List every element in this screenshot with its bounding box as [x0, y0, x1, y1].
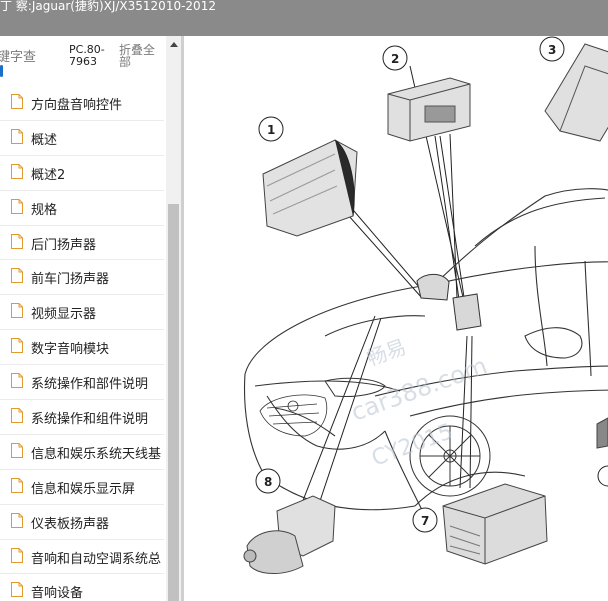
- keyword-search-button[interactable]: 键字查: [0, 50, 37, 65]
- edge-components: [596, 417, 608, 487]
- callout-1: 1: [267, 123, 275, 137]
- toc-item[interactable]: 系统操作和部件说明: [0, 365, 164, 401]
- toc-item[interactable]: 方向盘音响控件: [0, 86, 164, 121]
- grille: [259, 394, 328, 437]
- window-titlebar: 丁 察:Jaguar(捷豹)XJ/X3512010-2012: [0, 0, 608, 36]
- watermark-line-1: 畅易: [364, 334, 410, 370]
- document-icon: [11, 547, 23, 563]
- active-indicator: [0, 65, 3, 77]
- component-2-module: 2: [382, 45, 471, 142]
- pc-code-label: PC.80- 7963: [69, 43, 105, 68]
- document-icon: [11, 373, 23, 389]
- car-diagram-svg: 1 2 3 7: [243, 36, 608, 574]
- document-icon: [11, 268, 23, 284]
- toc-item[interactable]: 音响和自动空调系统总: [0, 540, 164, 575]
- toc-item-label: 信息和娱乐系统天线基: [31, 446, 162, 462]
- component-1-video-display: 1: [258, 116, 358, 237]
- headlight: [324, 377, 386, 397]
- window-title: 丁 察:Jaguar(捷豹)XJ/X3512010-2012: [0, 0, 216, 13]
- document-icon: [11, 408, 23, 424]
- toc-item-label: 系统操作和组件说明: [31, 412, 149, 428]
- toc-item-label: 仪表板扬声器: [31, 516, 110, 532]
- toc-pane: 键字查 PC.80- 7963 折叠全 部 方向盘音响控件概述概述2 规格后门扬声…: [0, 36, 182, 601]
- toc-item-label: 后门扬声器: [31, 237, 97, 253]
- document-icon: [11, 303, 23, 319]
- component-3-module: 3: [539, 36, 608, 142]
- toc-scrollbar[interactable]: [166, 36, 181, 601]
- scroll-thumb[interactable]: [168, 204, 179, 601]
- document-icon: [11, 94, 23, 109]
- toc-item-label: 系统操作和部件说明: [31, 377, 149, 393]
- pane-splitter[interactable]: [182, 36, 184, 601]
- toc-toolbar: 键字查 PC.80- 7963 折叠全 部: [0, 36, 164, 84]
- toc-item[interactable]: 信息和娱乐显示屏: [0, 470, 164, 505]
- toc-item-label: 视频显示器: [31, 307, 97, 323]
- toc-item[interactable]: 前车门扬声器: [0, 260, 164, 296]
- toc-item[interactable]: 概述2: [0, 156, 164, 191]
- document-icon: [11, 582, 23, 598]
- callout-2: 2: [391, 52, 399, 66]
- callout-8: 8: [264, 475, 272, 489]
- document-icon: [11, 163, 23, 179]
- component-7-amplifier: 7: [412, 483, 548, 565]
- toc-item-label: 概述: [31, 132, 58, 148]
- collapse-all-button[interactable]: 折叠全 部: [119, 43, 156, 69]
- car-outline: [244, 188, 608, 517]
- toc-item-label: 概述2: [31, 167, 66, 183]
- toc-item-label: 信息和娱乐显示屏: [31, 481, 136, 497]
- toc-item-label: 方向盘音响控件: [31, 98, 123, 113]
- document-icon: [11, 477, 23, 493]
- toc-item[interactable]: 系统操作和组件说明: [0, 400, 164, 435]
- document-icon: [11, 512, 23, 528]
- toc-item[interactable]: 数字音响模块: [0, 330, 164, 366]
- component-8-speaker: 8: [243, 468, 336, 574]
- document-icon: [11, 233, 23, 249]
- toc-item-label: 音响设备: [31, 586, 84, 601]
- document-icon: [11, 442, 23, 458]
- toc-item[interactable]: 视频显示器: [0, 295, 164, 331]
- toc-item[interactable]: 规格: [0, 191, 164, 226]
- dash-components: [416, 273, 482, 331]
- watermark-line-3: CY2015: [369, 419, 457, 471]
- front-wheel: [409, 415, 491, 497]
- toc-list: 方向盘音响控件概述概述2 规格后门扬声器前车门扬声器视频显示器数字音响模块系统操作…: [0, 86, 164, 601]
- document-icon: [11, 128, 23, 144]
- toc-item-label: 规格: [31, 202, 58, 218]
- component-location-diagram: 1 2 3 7: [185, 36, 608, 601]
- toc-item-label: 音响和自动空调系统总: [31, 551, 162, 567]
- toc-item[interactable]: 音响设备: [0, 574, 164, 601]
- toc-item[interactable]: 信息和娱乐系统天线基: [0, 435, 164, 470]
- callout-3: 3: [548, 43, 556, 57]
- toc-item[interactable]: 后门扬声器: [0, 226, 164, 261]
- toc-item[interactable]: 仪表板扬声器: [0, 505, 164, 540]
- document-icon: [11, 338, 23, 354]
- document-icon: [11, 198, 23, 214]
- toc-item-label: 数字音响模块: [31, 342, 110, 358]
- toc-item[interactable]: 概述: [0, 121, 164, 156]
- toc-item-label: 前车门扬声器: [31, 272, 110, 288]
- scroll-up-icon[interactable]: [170, 42, 178, 47]
- callout-7: 7: [421, 514, 429, 528]
